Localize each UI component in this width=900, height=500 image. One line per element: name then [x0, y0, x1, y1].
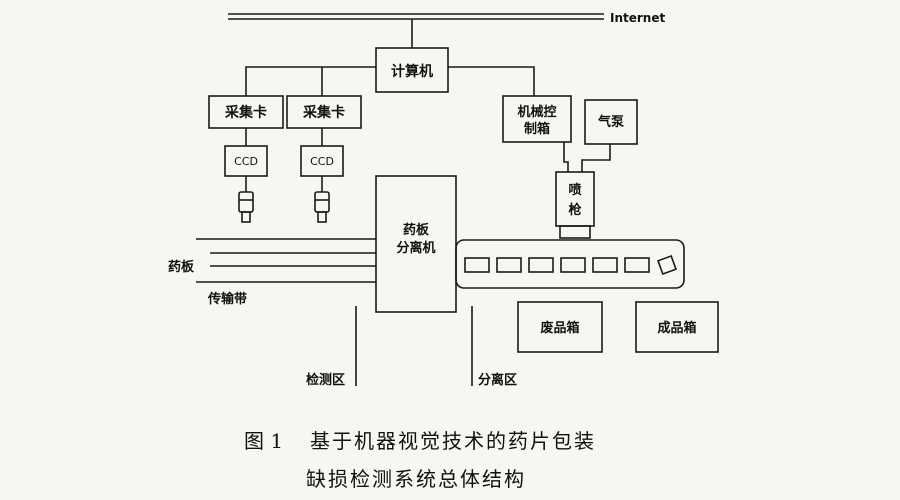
mech-control-box [502, 95, 572, 143]
pump-to-gun-line [581, 144, 611, 172]
separation-zone-label: 分离区 [478, 372, 517, 388]
mech-control-label-line2: 制箱 [524, 121, 550, 137]
caption-line2: 缺损检测系统总体结构 [306, 467, 526, 491]
capture-card-right-label: 采集卡 [302, 104, 345, 121]
conveyor-belt-right [455, 239, 685, 289]
ccd-left-label: CCD [234, 155, 258, 168]
capture-card-right-box [286, 95, 362, 129]
air-pump-label: 气泵 [598, 114, 624, 130]
blister-label: 药板 [168, 259, 195, 275]
conveyor-label: 传输带 [207, 291, 247, 307]
camera-lens-right-icon [314, 191, 330, 223]
spray-gun-nozzle [559, 225, 591, 239]
mech-control-label-line1: 机械控 [517, 104, 556, 120]
ccd-right-label: CCD [310, 155, 334, 168]
capture-card-left-label: 采集卡 [224, 104, 267, 121]
separator-box [375, 175, 457, 313]
spray-gun-label-line1: 喷 [568, 182, 581, 198]
detection-zone-label: 检测区 [306, 372, 345, 388]
blister-pack-1 [464, 257, 490, 273]
computer-label: 计算机 [391, 63, 433, 80]
separator-label-line2: 分离机 [396, 240, 435, 256]
camera-lens-left-icon [238, 191, 254, 223]
separator-label-line1: 药板 [403, 222, 430, 238]
computer-box [375, 47, 449, 93]
blister-pack-tilted [657, 255, 677, 275]
product-box [635, 301, 719, 353]
computer-to-mech-line [448, 66, 535, 96]
blister-pack-5 [592, 257, 618, 273]
blister-pack-6 [624, 257, 650, 273]
computer-to-cards-line [245, 66, 376, 96]
blister-pack-3 [528, 257, 554, 273]
caption-line1: 基于机器视觉技术的药片包装 [310, 429, 596, 453]
waste-box-label: 废品箱 [540, 320, 579, 336]
internet-label: Internet [610, 11, 665, 25]
waste-box [517, 301, 603, 353]
mech-to-gun-line [563, 142, 569, 172]
air-pump-box [584, 99, 638, 145]
blister-pack-4 [560, 257, 586, 273]
blister-pack-2 [496, 257, 522, 273]
product-box-label: 成品箱 [657, 320, 696, 336]
caption-figure-number: 图 1 [244, 429, 283, 453]
spray-gun-label-line2: 枪 [568, 202, 581, 218]
